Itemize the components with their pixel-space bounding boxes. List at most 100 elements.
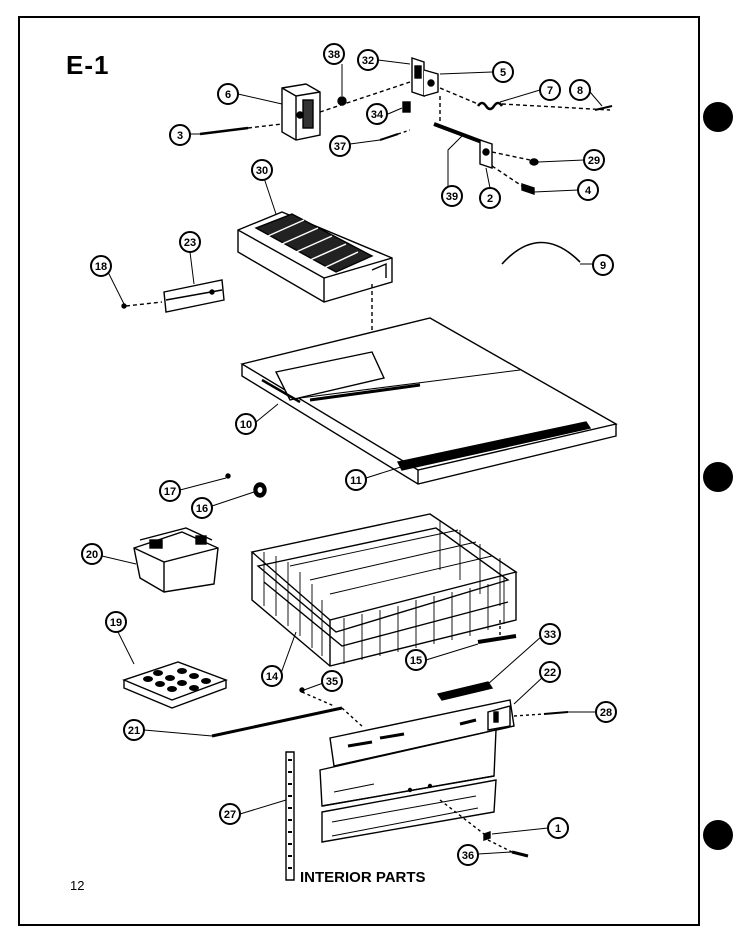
screw-29-part <box>529 158 539 166</box>
svg-text:7: 7 <box>547 85 553 97</box>
spring-part <box>476 101 504 111</box>
callout-21: 21 <box>123 719 145 741</box>
bushing-part <box>521 183 535 195</box>
svg-text:22: 22 <box>544 667 556 679</box>
section-code: E-1 <box>66 50 110 80</box>
svg-text:5: 5 <box>500 67 506 79</box>
svg-text:32: 32 <box>362 55 374 67</box>
svg-text:21: 21 <box>128 725 140 737</box>
callout-16: 16 <box>191 497 213 519</box>
pin-part <box>594 105 613 111</box>
svg-text:39: 39 <box>446 191 458 203</box>
svg-text:17: 17 <box>164 486 176 498</box>
callout-35-upper: 35 <box>321 670 343 692</box>
svg-text:11: 11 <box>350 475 362 487</box>
callout-1: 1 <box>547 817 569 839</box>
callout-34: 34 <box>366 103 388 125</box>
callout-6: 6 <box>217 83 239 105</box>
svg-text:27: 27 <box>224 809 236 821</box>
callout-15: 15 <box>405 649 427 671</box>
callout-2: 2 <box>479 187 501 209</box>
svg-text:20: 20 <box>86 549 98 561</box>
svg-text:2: 2 <box>487 193 493 205</box>
clip-15-part <box>477 634 517 644</box>
callout-17: 17 <box>159 480 181 502</box>
callout-9: 9 <box>592 254 614 276</box>
svg-text:9: 9 <box>600 260 606 272</box>
callout-27: 27 <box>219 803 241 825</box>
callout-30: 30 <box>251 159 273 181</box>
freezer-floor-panel <box>240 317 618 485</box>
svg-text:33: 33 <box>544 629 556 641</box>
callout-22: 22 <box>539 661 561 683</box>
wire-basket-part <box>250 513 518 667</box>
svg-text:16: 16 <box>196 503 208 515</box>
callout-5: 5 <box>492 61 514 83</box>
callout-29: 29 <box>583 149 605 171</box>
svg-text:23: 23 <box>184 237 196 249</box>
vertical-gasket-27-part <box>285 751 295 881</box>
callout-3: 3 <box>169 124 191 146</box>
callout-37: 37 <box>329 135 351 157</box>
trim-strip-21-part <box>211 706 343 738</box>
svg-text:18: 18 <box>95 261 107 273</box>
screw-35-part <box>299 687 305 693</box>
svg-text:14: 14 <box>266 671 279 683</box>
callout-4: 4 <box>577 179 599 201</box>
nut-part <box>337 96 347 106</box>
svg-text:34: 34 <box>371 109 384 121</box>
screw-17-part <box>225 473 231 479</box>
svg-text:3: 3 <box>177 130 183 142</box>
callout-23: 23 <box>179 231 201 253</box>
binder-hole-bottom <box>703 820 733 850</box>
ice-cube-tray-part <box>122 661 229 709</box>
shelf-bracket-part <box>163 279 225 313</box>
svg-text:6: 6 <box>225 89 231 101</box>
small-screw-part <box>379 133 399 141</box>
callout-38: 38 <box>323 43 345 65</box>
svg-text:19: 19 <box>110 617 122 629</box>
storage-bin-part <box>133 527 219 593</box>
binder-hole-middle <box>703 462 733 492</box>
svg-text:35: 35 <box>326 676 338 688</box>
callout-39: 39 <box>441 185 463 207</box>
callout-19: 19 <box>105 611 127 633</box>
callout-33: 33 <box>539 623 561 645</box>
rod-part <box>433 122 483 144</box>
svg-text:15: 15 <box>410 655 422 667</box>
screw-part <box>199 126 249 136</box>
svg-text:1: 1 <box>555 823 561 835</box>
svg-text:36: 36 <box>462 850 474 862</box>
callout-10: 10 <box>235 413 257 435</box>
svg-text:28: 28 <box>600 707 612 719</box>
screw-36-part <box>511 850 529 858</box>
ice-shelf-part <box>237 211 393 303</box>
callout-8: 8 <box>569 79 591 101</box>
hinge-bracket-part <box>411 57 439 97</box>
binder-hole-top <box>703 102 733 132</box>
control-housing-part <box>281 83 321 141</box>
diagram-caption: INTERIOR PARTS <box>300 869 426 886</box>
svg-text:30: 30 <box>256 165 268 177</box>
callout-20: 20 <box>81 543 103 565</box>
callout-18: 18 <box>90 255 112 277</box>
stud-part <box>402 101 411 113</box>
screw-28-part <box>543 711 569 715</box>
svg-text:37: 37 <box>334 141 346 153</box>
callout-32: 32 <box>357 49 379 71</box>
svg-text:4: 4 <box>585 185 592 197</box>
drawer-front-panel <box>319 699 515 843</box>
wire-arc-part <box>501 241 581 265</box>
svg-text:29: 29 <box>588 155 600 167</box>
page-number: 12 <box>70 878 85 893</box>
callout-36: 36 <box>457 844 479 866</box>
svg-text:10: 10 <box>240 419 252 431</box>
clip-1-part <box>483 831 491 841</box>
callout-28: 28 <box>595 701 617 723</box>
callout-11: 11 <box>345 469 367 491</box>
callout-7: 7 <box>539 79 561 101</box>
svg-text:8: 8 <box>577 85 583 97</box>
svg-text:38: 38 <box>328 49 340 61</box>
